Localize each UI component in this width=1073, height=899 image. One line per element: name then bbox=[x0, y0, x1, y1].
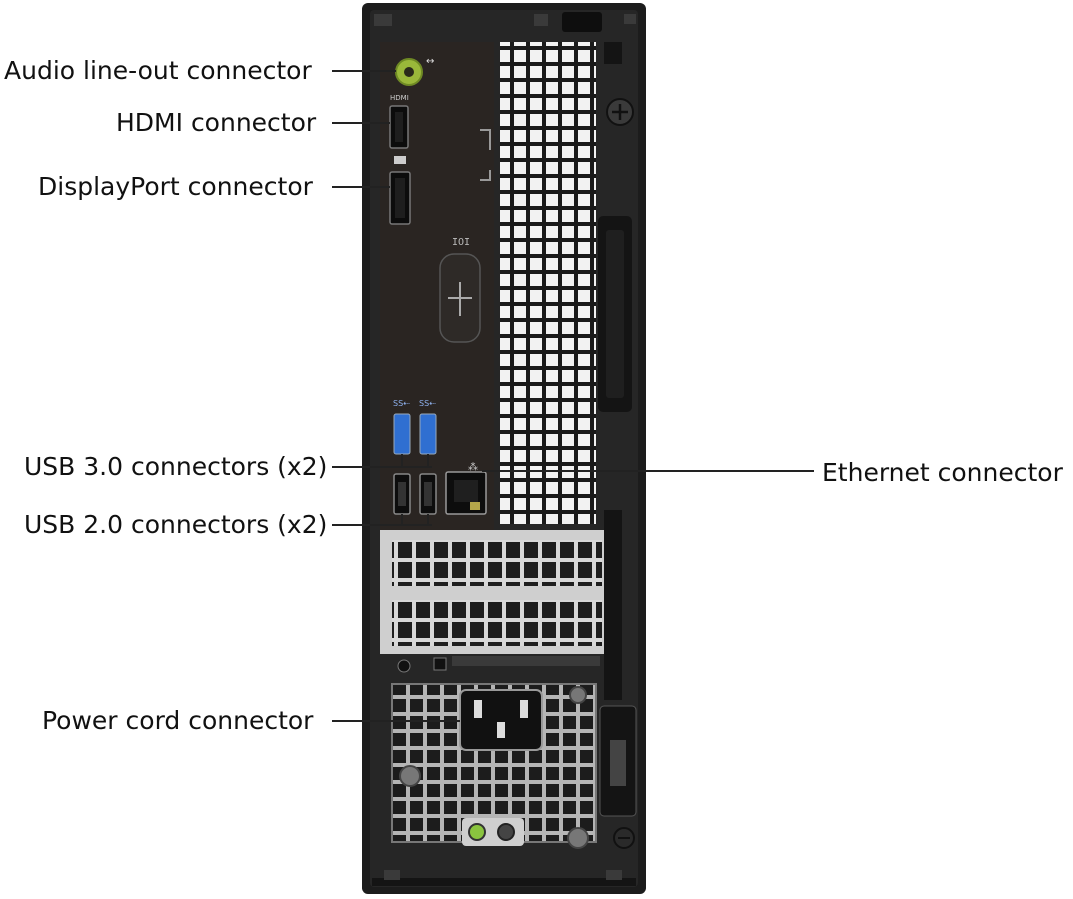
svg-text:IOI: IOI bbox=[452, 237, 470, 248]
power-socket-icon bbox=[459, 689, 543, 751]
hdmi-leader-line bbox=[332, 122, 390, 124]
ethernet-label: Ethernet connector bbox=[822, 458, 1063, 487]
svg-text:SS⇠: SS⇠ bbox=[393, 399, 410, 408]
psu-test-button-icon bbox=[497, 823, 515, 841]
power-leader-line bbox=[332, 720, 460, 722]
hdmi-label: HDMI connector bbox=[116, 108, 317, 137]
audio-label: Audio line-out connector bbox=[4, 56, 312, 85]
power-label: Power cord connector bbox=[42, 706, 314, 735]
usb3-leader-line bbox=[332, 466, 432, 468]
top-latch bbox=[562, 12, 602, 32]
audio-leader-line bbox=[332, 70, 396, 72]
ethernet-leader-line bbox=[482, 470, 814, 472]
svg-text:SS⇠: SS⇠ bbox=[419, 399, 436, 408]
displayport-label: DisplayPort connector bbox=[38, 172, 313, 201]
svg-text:↔: ↔ bbox=[426, 56, 434, 67]
svg-text:⁂: ⁂ bbox=[468, 461, 478, 473]
usb3-port-icon bbox=[393, 413, 411, 455]
svg-text:HDMI: HDMI bbox=[390, 94, 409, 102]
psu-test-led-icon bbox=[468, 823, 486, 841]
usb3-label: USB 3.0 connectors (x2) bbox=[24, 452, 328, 481]
displayport-leader-line bbox=[332, 186, 390, 188]
usb2-label: USB 2.0 connectors (x2) bbox=[24, 510, 328, 539]
usb2-leader-line bbox=[332, 524, 432, 526]
vent-grille bbox=[500, 42, 596, 524]
